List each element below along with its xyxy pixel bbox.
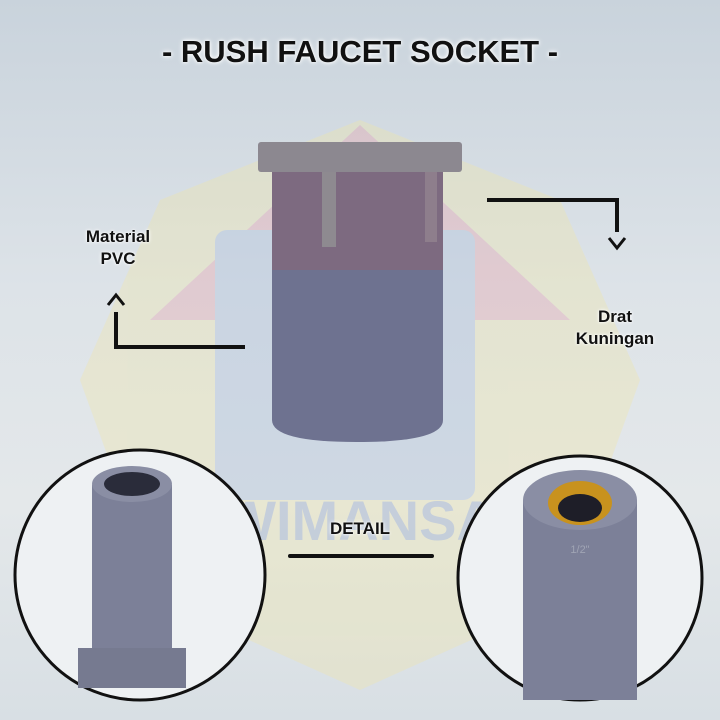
main-socket-image	[258, 142, 462, 442]
thread-label: Drat Kuningan	[560, 306, 670, 350]
page-title: - RUSH FAUCET SOCKET -	[161, 34, 559, 69]
material-label-line2: PVC	[100, 249, 136, 268]
arrow-down-icon	[607, 237, 627, 251]
material-label-line1: Material	[85, 227, 151, 246]
svg-text:WIMANSA: WIMANSA	[223, 489, 497, 552]
detail-circle-right: 1/2"	[456, 454, 704, 702]
detail-label: DETAIL	[329, 519, 391, 538]
thread-pointer-line	[487, 198, 619, 232]
material-pointer-line	[114, 312, 245, 349]
arrow-up-icon	[106, 292, 126, 306]
size-marking: 1/2"	[570, 544, 589, 556]
thread-label-line2: Kuningan	[575, 329, 655, 348]
detail-circle-left	[13, 448, 267, 702]
thread-label-line1: Drat	[597, 307, 632, 326]
material-label: Material PVC	[68, 226, 168, 270]
